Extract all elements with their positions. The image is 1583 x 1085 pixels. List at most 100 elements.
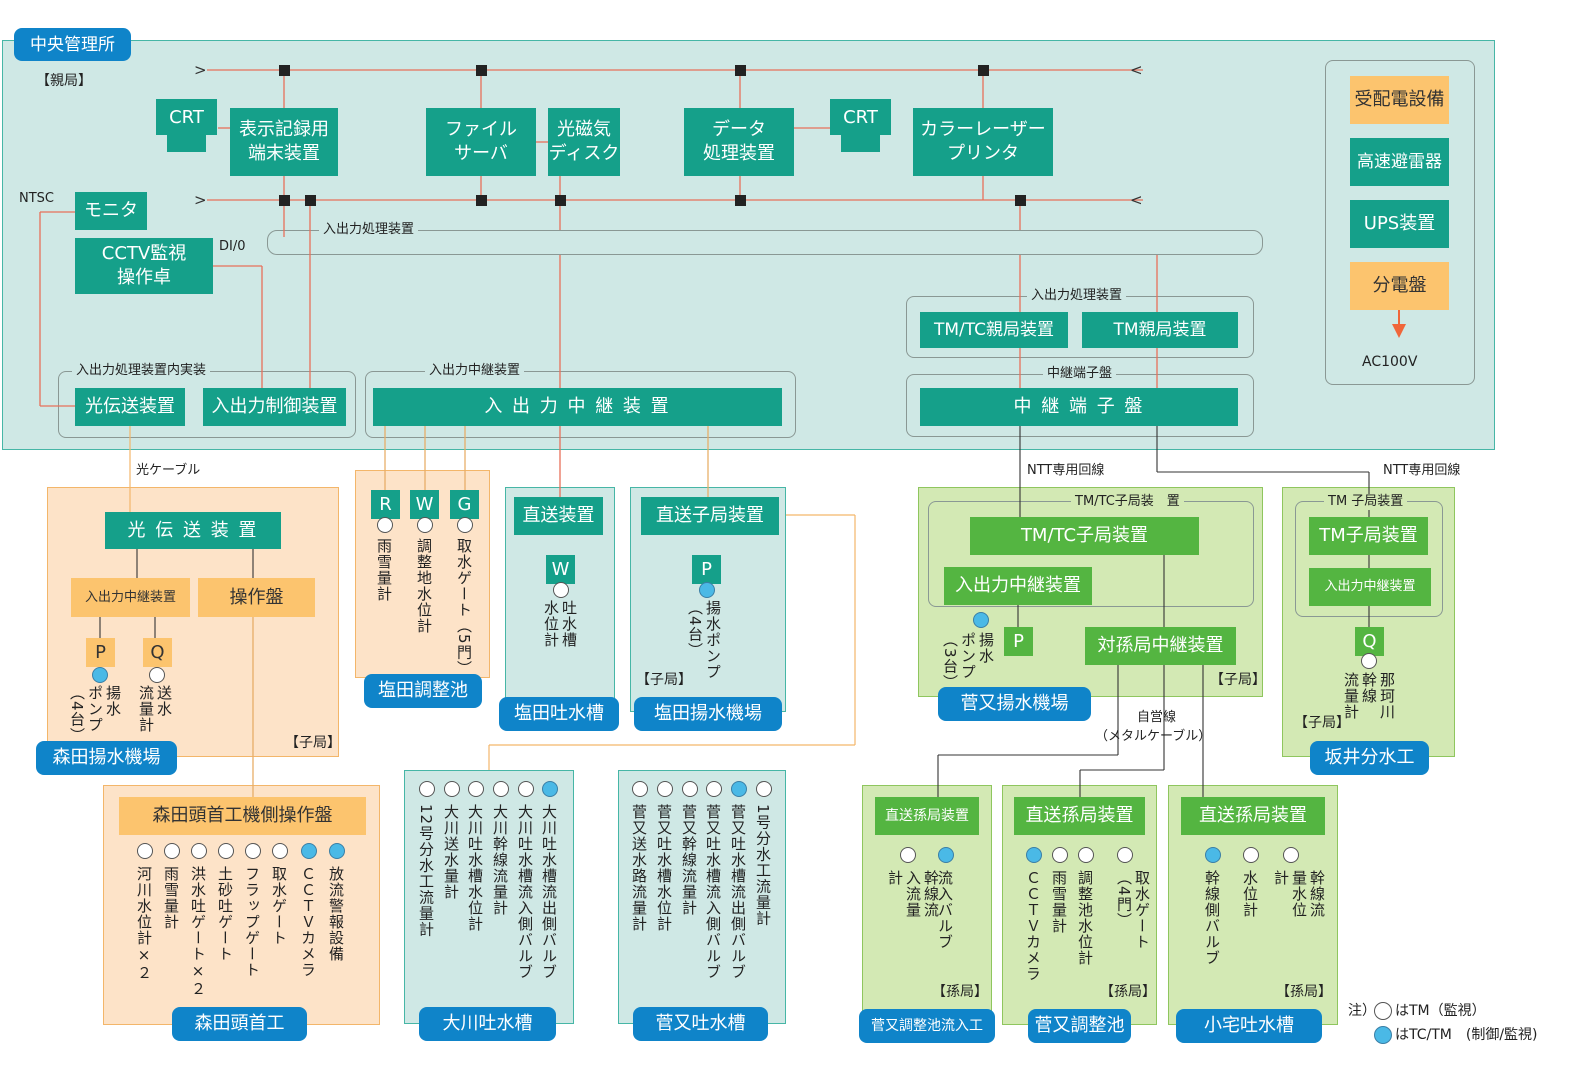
morita-sub-label: 【子局】 [285,735,341,751]
bus2-left-end: > [194,191,207,209]
bus-node [555,195,566,206]
sugamata-outlet-item: 菅又吐水槽流出側バルブ [729,804,747,980]
sakai-ntt-label: NTT専用回線 [1383,463,1461,478]
morita-head-sensor-icon [272,843,288,859]
sugamata-outlet-item: 1号分水工流量計 [754,804,772,927]
morita-head-name: 森田頭首工 [172,1007,307,1041]
bus-node [305,195,316,206]
sugamata-sub: 【子局】 [1210,672,1266,688]
g1-sub: 【孫局】 [932,984,988,1000]
own-line-label: 自営線 [1137,710,1177,725]
morita-head-item: ＣＣＴＶカメラ [299,866,317,978]
sugamata-outlet-sensor-icon [682,781,698,797]
okawa-sensor-icon [493,781,509,797]
morita-flow-tm-icon [149,667,165,683]
power-arrow-stem [1398,310,1400,326]
power-group [1325,60,1475,385]
g3-sensor-icon [1243,847,1259,863]
sakai-item: 那珂川 幹線 流量計 [1342,672,1396,720]
shioda-w-terminal: W [410,490,439,519]
shioda-g-terminal: G [450,490,479,519]
morita-head-item: 洪水吐ゲート×２ [189,866,207,997]
central-title: 中央管理所 [14,28,131,61]
shioda-pond-item: 取水ゲート（5門） [455,538,473,677]
g3-sensor-icon [1283,847,1299,863]
display-terminal: 表示記録用 端末装置 [230,108,338,176]
morita-head-item: 河川水位計×２ [135,866,153,981]
g3-item: 幹線流量水位計 [1272,870,1326,918]
sugamata-pump-label: 揚水 ポンプ （3台） [941,632,995,691]
io-controller: 入出力制御装置 [203,388,346,426]
shioda-direct-child: 直送子局装置 [641,497,779,535]
sugamata-tmtc-group-label: TM/TC子局装 置 [1071,494,1184,510]
bus-node [279,65,290,76]
sugamata-pump-name: 菅又揚水機場 [938,687,1091,721]
okawa-item: 12号分水工流量計 [417,804,435,938]
morita-pump-label: 揚水 ポンプ （4台） [68,685,122,744]
sugamata-p-terminal: P [1004,627,1033,656]
bus-node [476,195,487,206]
sakai-group-label: TM 子局装置 [1324,494,1408,510]
okawa-item: 大川吐水槽水位計 [466,804,484,932]
g3-name: 小宅吐水槽 [1176,1009,1322,1043]
morita-optical-tx: 光 伝 送 装 置 [105,512,281,549]
morita-io-relay: 入出力中継装置 [71,578,190,617]
g3-sensor-icon [1205,847,1221,863]
okawa-item: 大川吐水槽流入側バルブ [516,804,534,980]
morita-flow-label: 送水 流量計 [137,685,173,733]
io-relay-group [365,371,796,438]
sugamata-outlet-area [618,770,786,1024]
morita-panel: 操作盤 [198,578,315,617]
bus-node [279,195,290,206]
g1-item: 流入バルブ [936,870,954,950]
sugamata-outlet-name: 菅又吐水槽 [633,1007,768,1041]
parent-station-label: 【親局】 [36,73,92,89]
optical-transmitter: 光伝送装置 [75,388,185,426]
morita-head-panel: 森田頭首工機側操作盤 [119,797,366,835]
shioda-pump-item: 揚水ポンプ （4台） [686,600,722,680]
g3-sub: 【孫局】 [1276,984,1332,1000]
io-internal-label: 入出力処理装置内実装 [72,363,211,379]
morita-head-sensor-icon [137,843,153,859]
crt-1-label: CRT [156,99,217,135]
sakai-tm-child: TM子局装置 [1309,517,1428,555]
relay-terminal-panel: 中 継 端 子 盤 [920,388,1238,426]
okawa-item: 大川送水量計 [442,804,460,900]
shioda-pump-p-terminal: P [692,555,721,584]
relay-terminal-label: 中継端子盤 [1043,366,1117,382]
g2-sensor-icon [1052,847,1068,863]
morita-q-terminal: Q [143,638,172,667]
sakai-q-terminal: Q [1355,627,1384,656]
sugamata-outlet-sensor-icon [706,781,722,797]
sugamata-outlet-sensor-icon [756,781,772,797]
g2-item: ＣＣＴＶカメラ [1024,870,1042,982]
g3-direct-grand: 直送孫局装置 [1181,797,1325,835]
shioda-outlet-sensor-icon [553,582,569,598]
sugamata-outlet-item: 菅又吐水槽流入側バルブ [704,804,722,980]
sugamata-io-relay: 入出力中継装置 [944,567,1092,605]
tmtc-parent-unit: TM/TC親局装置 [920,312,1068,348]
io-processor-bus [267,230,1263,255]
tm-parent-unit: TM親局装置 [1082,312,1238,348]
morita-head-item: フラップゲート [243,866,261,978]
crt-1: CRT [156,99,217,156]
dio-label: DI/0 [219,239,246,254]
sakai-flow-tm-icon [1361,653,1377,669]
sugamata-grand-relay: 対孫局中継装置 [1085,627,1236,665]
file-server: ファイル サーバ [426,108,536,176]
bus-node [476,65,487,76]
morita-head-sensor-icon [191,843,207,859]
g2-item: 雨雪量計 [1050,870,1068,934]
shioda-pond-sensor-icon [457,517,473,533]
g1-sensor-icon [900,847,916,863]
okawa-item: 大川吐水槽流出側バルブ [540,804,558,980]
g2-sub: 【孫局】 [1100,984,1156,1000]
g2-sensor-icon [1078,847,1094,863]
shioda-outlet-item: 吐水槽 水位計 [542,600,578,648]
legend-note: 注） [1348,1003,1376,1019]
okawa-sensor-icon [444,781,460,797]
okawa-area [404,770,574,1024]
g1-item: 幹線流入流量計 [886,870,940,918]
morita-head-sensor-icon [245,843,261,859]
morita-head-sensor-icon [329,843,345,859]
